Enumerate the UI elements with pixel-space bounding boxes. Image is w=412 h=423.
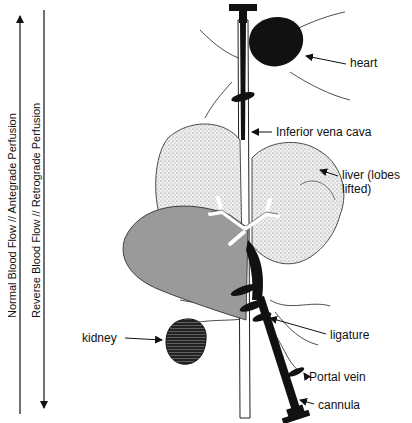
flow-direction-label: Reverse Blood Flow // Retrograde Perfusi…	[30, 99, 42, 320]
organ-label: liver (lobes lifted)	[342, 168, 408, 196]
vessel-label: Portal vein	[309, 370, 366, 384]
flow-direction-label: Normal Blood Flow // Antegrade Perfusion	[6, 110, 18, 321]
organ-label: heart	[350, 56, 377, 70]
vessel-label: Inferior vena cava	[276, 125, 371, 139]
organ-label: kidney	[82, 331, 117, 345]
part-label: ligature	[330, 328, 369, 342]
part-label: cannula	[318, 398, 360, 412]
